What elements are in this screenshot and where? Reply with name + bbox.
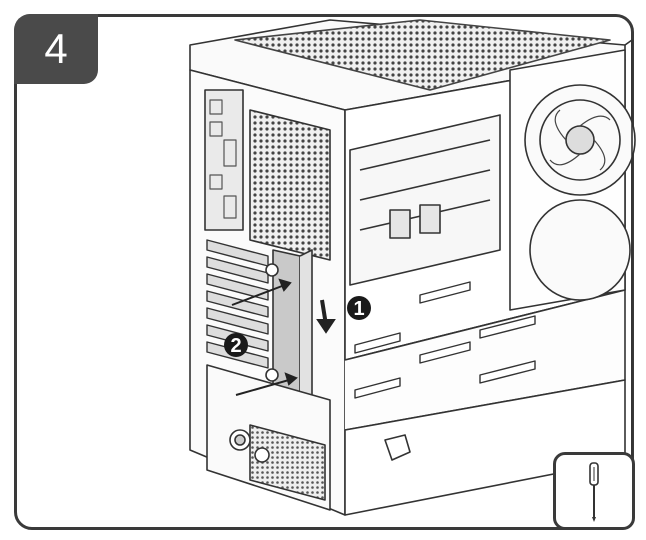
required-tool-box	[553, 452, 635, 530]
arrow-to-top-slot	[231, 282, 291, 306]
expansion-slots	[206, 239, 269, 369]
callout-2-label: 2	[230, 335, 241, 357]
floor-cutouts	[354, 281, 536, 399]
callout-1: 1	[347, 296, 371, 320]
shroud-cutout	[384, 434, 411, 461]
callout-2: 2	[224, 333, 248, 357]
front-fan-bottom	[529, 199, 631, 301]
arrow-to-bottom-slot	[235, 377, 297, 396]
callout-1-label: 1	[353, 298, 364, 320]
step-number: 4	[44, 25, 68, 72]
step-number-badge: 4	[14, 14, 98, 84]
rear-fan-mesh	[249, 109, 331, 261]
screwdriver-icon	[589, 462, 599, 522]
drive-cage	[349, 114, 501, 286]
